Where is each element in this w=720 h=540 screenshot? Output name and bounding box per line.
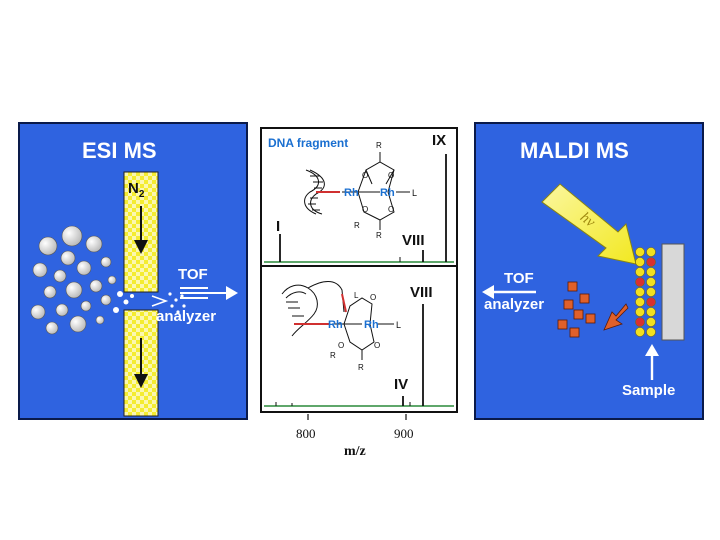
top-label-O4: O [388, 205, 394, 214]
maldi-sample-label: Sample [622, 382, 676, 399]
bottom-rh-1: Rh [328, 319, 343, 331]
ion-spray [168, 292, 186, 314]
top-label-O3: O [362, 205, 368, 214]
top-rh-1: Rh [344, 187, 359, 199]
svg-text:O: O [370, 293, 376, 302]
tick-800: 800 [296, 426, 316, 441]
dna-fragment-label: DNA fragment [268, 136, 349, 150]
bottom-rh-2: Rh [364, 319, 379, 331]
x-axis-label: m/z [344, 444, 366, 459]
peak-label-IX: IX [432, 132, 447, 149]
top-ligand-L: L [412, 188, 417, 198]
maldi-illustration [482, 183, 685, 380]
spectrum-plot: R R R O O O O Rh Rh L [260, 127, 458, 413]
peak-label-VIII-bottom: VIII [410, 284, 433, 301]
maldi-ms-title: MALDI MS [520, 138, 629, 163]
top-rh-complex [304, 152, 410, 230]
matrix-crystals [635, 247, 656, 337]
esi-ms-panel: ESI MS [18, 122, 248, 420]
maldi-ms-panel: MALDI MS [474, 122, 704, 420]
esi-analyzer-label: analyzer [156, 308, 217, 325]
bottom-trace [264, 304, 454, 407]
top-trace [264, 154, 454, 263]
top-label-R1: R [376, 141, 382, 150]
tick-900: 900 [394, 426, 414, 441]
svg-text:O: O [338, 341, 344, 350]
esi-gas-label: N2 [128, 180, 145, 200]
spectrum-frame: R R R O O O O Rh Rh L [258, 126, 462, 416]
top-label-R2: R [354, 221, 360, 230]
svg-text:R: R [358, 363, 364, 372]
sample-plate [661, 243, 685, 341]
droplet-cloud [30, 225, 134, 335]
top-label-O1: O [362, 171, 368, 180]
esi-tof-label: TOF [178, 266, 208, 283]
desorbed-ions [557, 281, 596, 338]
maldi-tof-label: TOF [504, 270, 534, 287]
x-axis [307, 414, 407, 420]
desorption-arrow [603, 303, 629, 331]
bottom-ligand-L: L [396, 320, 401, 330]
spectrum-figure: R R R O O O O Rh Rh L [258, 126, 462, 466]
svg-text:O: O [374, 341, 380, 350]
bottom-rh-complex [281, 281, 394, 360]
laser-beam [541, 183, 637, 265]
peak-label-I-top: I [276, 218, 281, 235]
top-rh-2: Rh [380, 187, 395, 199]
svg-text:L: L [354, 291, 359, 300]
maldi-analyzer-label: analyzer [484, 296, 545, 313]
top-label-O2: O [388, 171, 394, 180]
esi-ms-title: ESI MS [82, 138, 157, 163]
svg-text:R: R [330, 351, 336, 360]
peak-label-IV: IV [394, 376, 409, 393]
esi-ms-illustration [30, 171, 238, 417]
top-label-R3: R [376, 231, 382, 240]
peak-label-VIII-top: VIII [402, 232, 425, 249]
